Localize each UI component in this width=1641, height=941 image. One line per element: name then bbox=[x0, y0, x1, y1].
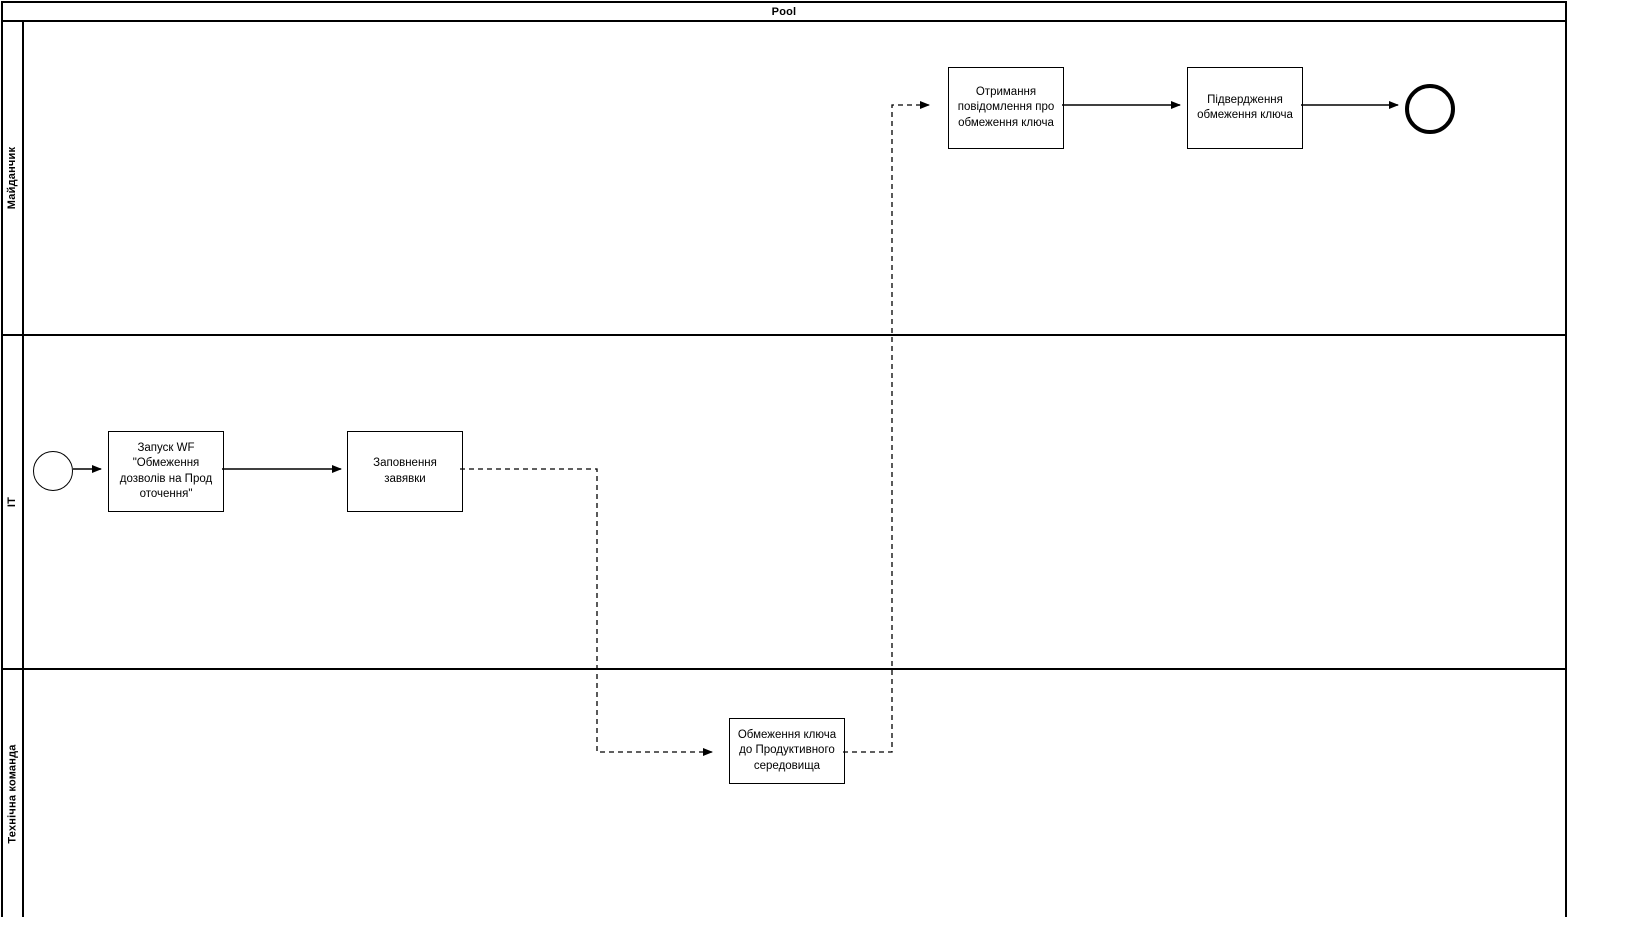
task-launch-wf[interactable]: Запуск WF "Обмеження дозволів на Прод от… bbox=[108, 431, 224, 512]
lane-tech-team: Технічна команда Обмеження ключа до Прод… bbox=[3, 670, 1565, 917]
pool-title: Pool bbox=[771, 5, 797, 18]
lane-tech-team-label-col: Технічна команда bbox=[3, 670, 24, 917]
lane-maidanchyk: Майданчик Отримання повідомлення про обм… bbox=[3, 22, 1565, 336]
lane-maidanchyk-label: Майданчик bbox=[6, 146, 19, 210]
pool-container: Pool Майданчик Отримання повідомлення пр… bbox=[1, 1, 1567, 917]
lane-tech-team-label: Технічна команда bbox=[6, 743, 19, 844]
lane-it-label-col: ІТ bbox=[3, 336, 24, 668]
task-fill-request[interactable]: Заповнення завявки bbox=[347, 431, 463, 512]
task-confirm-restriction[interactable]: Підвердження обмеження ключа bbox=[1187, 67, 1303, 149]
lane-it: ІТ Запуск WF "Обмеження дозволів на Прод… bbox=[3, 336, 1565, 670]
pool-header: Pool bbox=[3, 3, 1565, 22]
lane-maidanchyk-body: Отримання повідомлення про обмеження клю… bbox=[24, 22, 1565, 334]
end-event[interactable] bbox=[1405, 84, 1455, 134]
start-event[interactable] bbox=[33, 451, 73, 491]
lane-it-body: Запуск WF "Обмеження дозволів на Прод от… bbox=[24, 336, 1565, 668]
lane-tech-team-body: Обмеження ключа до Продуктивного середов… bbox=[24, 670, 1565, 917]
task-restrict-key[interactable]: Обмеження ключа до Продуктивного середов… bbox=[729, 718, 845, 784]
task-receive-notification[interactable]: Отримання повідомлення про обмеження клю… bbox=[948, 67, 1064, 149]
lane-it-label: ІТ bbox=[6, 496, 19, 508]
lane-maidanchyk-label-col: Майданчик bbox=[3, 22, 24, 334]
